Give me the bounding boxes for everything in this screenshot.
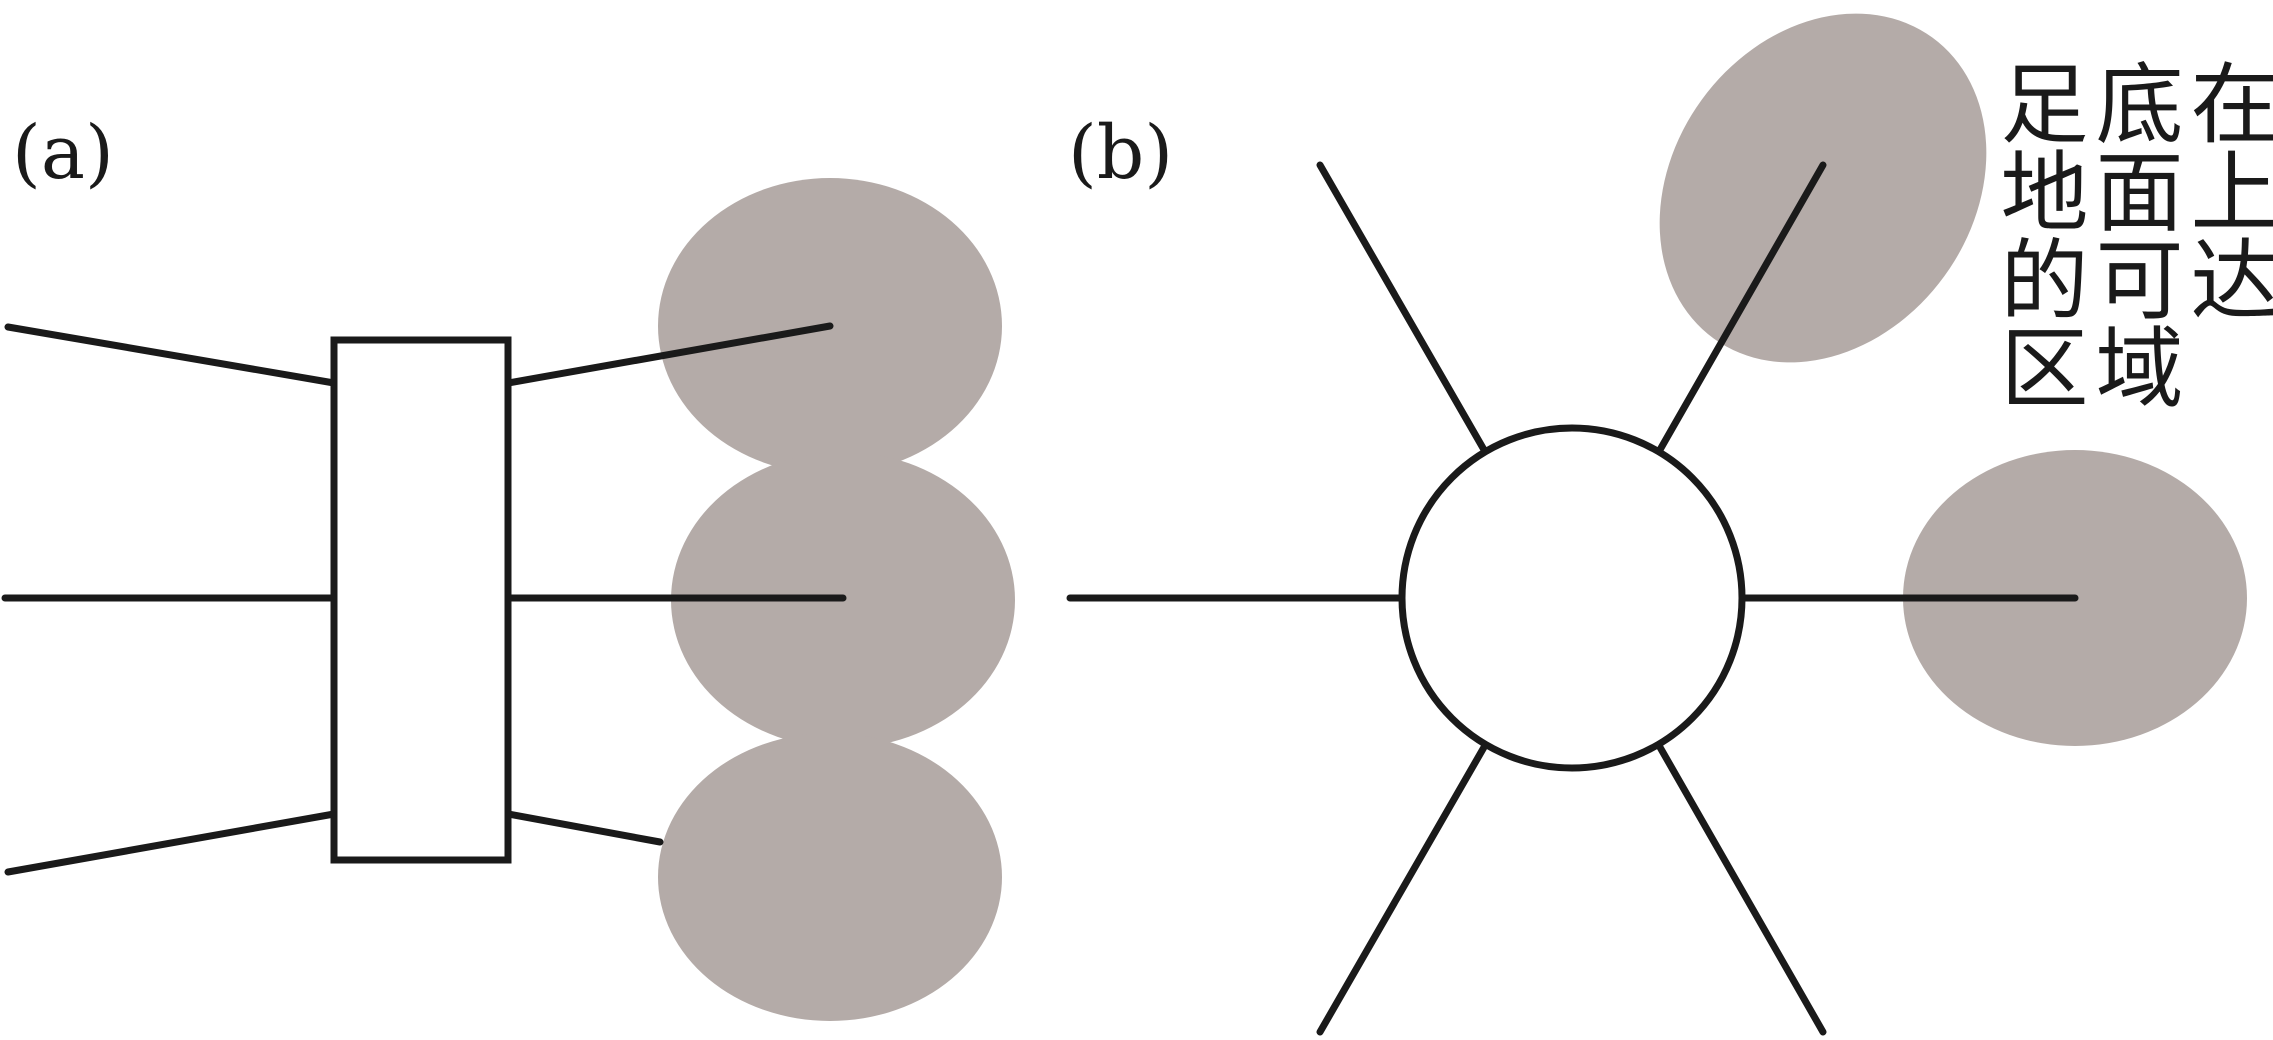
annotation-column-1: 在上达 <box>2176 58 2273 322</box>
leg-a-left-bottom <box>4 810 338 876</box>
leg-b-upper-left <box>1316 161 1491 459</box>
panel-a-label: (a) <box>12 110 114 196</box>
annotation-column-2: 底面可域 <box>2081 58 2184 410</box>
leg-a-left-top <box>4 323 338 387</box>
leg-a-right-bottom <box>504 810 664 846</box>
panel-b-diagram <box>1066 13 2247 1036</box>
panel-a-diagram <box>1 178 1015 1021</box>
reach-region-a-bottom <box>658 733 1002 1021</box>
leg-a-right-top <box>504 322 834 387</box>
leg-b-lower-right <box>1653 738 1827 1036</box>
leg-b-lower-left <box>1316 738 1491 1036</box>
leg-b-upper-right <box>1653 161 1827 459</box>
panel-b-label: (b) <box>1068 110 1174 196</box>
robot-body-circle <box>1398 424 1746 772</box>
robot-body-rectangle <box>330 336 512 864</box>
reach-region-b-upper <box>1659 13 1987 363</box>
annotation-column-3: 足地的区 <box>1986 58 2089 410</box>
